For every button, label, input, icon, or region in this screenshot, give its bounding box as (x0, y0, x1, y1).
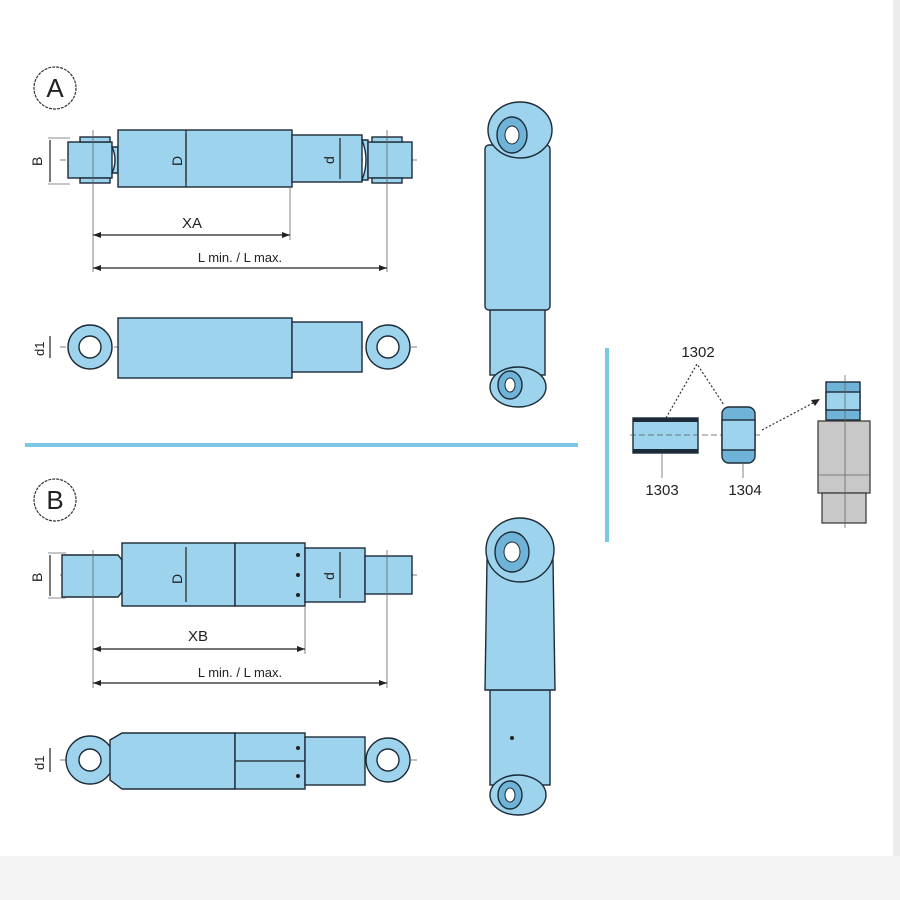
frame-edge-bottom (0, 856, 900, 900)
part-1303-label: 1303 (645, 482, 678, 499)
dim-xa-label: XA (182, 215, 202, 232)
shock-b-side-view: B D d XB L min. / L max. (29, 542, 420, 688)
part-1304-label: 1304 (728, 482, 761, 499)
dim-d-rod-label: d (321, 572, 337, 580)
shock-a-top-view: d1 (32, 317, 420, 379)
dim-length-label: L min. / L max. (198, 250, 282, 265)
shock-b-perspective (484, 517, 556, 816)
dim-d-body-label: D (169, 574, 185, 584)
section-a-label: A (46, 73, 64, 103)
eye-right (367, 141, 413, 179)
mount-bracket (817, 420, 871, 494)
dim-d-body-label: D (169, 156, 185, 166)
section-b-marker: B (33, 478, 77, 522)
body-tube (117, 129, 293, 188)
shock-a-side-view: B D d XA L min. / L max. (29, 129, 420, 272)
bushing-detail: 1302 1303 1304 (630, 344, 871, 528)
shock-a-perspective (484, 101, 553, 408)
dim-xb-label: XB (188, 628, 208, 645)
section-b-label: B (46, 485, 63, 515)
shock-b-top-view: d1 (32, 732, 420, 790)
dim-d1-label: d1 (32, 342, 47, 356)
rod-tube (291, 134, 363, 183)
frame-edge-right (893, 0, 900, 900)
eye-left (67, 141, 113, 179)
dim-b-label: B (29, 157, 45, 166)
part-1302-label: 1302 (681, 344, 714, 361)
dim-d1-label: d1 (32, 756, 47, 770)
dim-length-label: L min. / L max. (198, 665, 282, 680)
dim-b-label: B (29, 573, 45, 582)
bushing-1303 (632, 417, 699, 454)
dim-d-rod-label: d (321, 156, 337, 164)
section-a-marker: A (33, 66, 77, 110)
